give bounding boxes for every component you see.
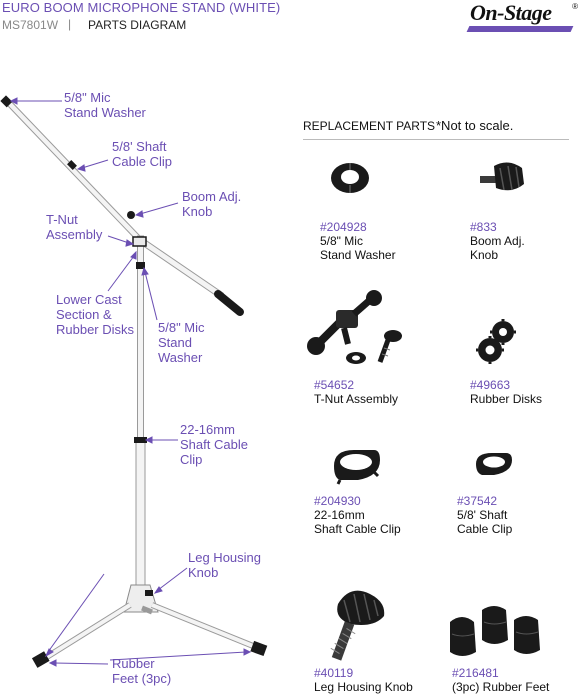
part-216481: #216481 (3pc) Rubber Feet [452, 666, 549, 694]
part-number: #216481 [452, 666, 499, 680]
callout-line: 22-16mm [180, 422, 235, 437]
part-833: #833 Boom Adj. Knob [470, 220, 525, 262]
callout-cable-clip-22: 22-16mm Shaft Cable Clip [180, 422, 248, 467]
callout-line: T-Nut [46, 212, 78, 227]
page-subtitle: PARTS DIAGRAM [88, 18, 187, 32]
part-name: Cable Clip [457, 522, 513, 536]
tnut-icon [307, 290, 402, 364]
callout-line: Washer [158, 350, 203, 365]
callout-lower-cast: Lower Cast Section & Rubber Disks [56, 292, 134, 337]
callout-line: Section & [56, 307, 112, 322]
part-name: (3pc) Rubber Feet [452, 680, 550, 694]
callout-shaft-clip: 5/8' Shaft Cable Clip [112, 139, 172, 169]
callout-line: Feet (3pc) [112, 671, 172, 686]
logo-text: On-Stage [470, 0, 552, 25]
callout-line: Stand [158, 335, 192, 350]
stand-illustration [0, 95, 268, 668]
leg-knob-icon [330, 590, 385, 661]
callout-rubber-feet: Rubber Feet (3pc) [112, 656, 171, 686]
part-name: Stand Washer [320, 248, 396, 262]
washer-icon [331, 163, 369, 193]
part-37542: #37542 5/8' Shaft Cable Clip [457, 494, 512, 536]
replacement-parts-heading: REPLACEMENT PARTS [303, 119, 436, 133]
page-title: EURO BOOM MICROPHONE STAND (WHITE) [2, 0, 281, 15]
callout-line: Stand Washer [64, 105, 146, 120]
scale-note: *Not to scale. [436, 118, 514, 133]
part-54652: #54652 T-Nut Assembly [314, 378, 398, 406]
callout-line: Leg Housing [188, 550, 261, 565]
callout-line: Shaft Cable [180, 437, 248, 452]
callout-boom-knob: Boom Adj. Knob [182, 189, 241, 219]
part-name: 5/8" Mic [320, 234, 363, 248]
part-40119: #40119 Leg Housing Knob [314, 666, 413, 694]
callout-line: Rubber Disks [56, 322, 135, 337]
part-name: Knob [470, 248, 499, 262]
small-clip-icon [476, 453, 512, 475]
logo-underline-bar [466, 26, 574, 32]
part-name: Boom Adj. [470, 234, 525, 248]
part-number: #54652 [314, 378, 355, 392]
callout-line: Assembly [46, 227, 103, 242]
callout-line: 5/8' Shaft [112, 139, 167, 154]
part-name: Rubber Disks [470, 392, 543, 406]
knob-icon [480, 162, 524, 191]
rubber-disk-icon [476, 319, 516, 364]
part-number: #204930 [314, 494, 361, 508]
cable-clip-icon [334, 450, 380, 485]
part-number: #204928 [320, 220, 367, 234]
callout-line: Knob [188, 565, 219, 580]
part-name: T-Nut Assembly [314, 392, 399, 406]
callout-line: 5/8" Mic [64, 90, 111, 105]
model-number: MS7801W [2, 18, 59, 32]
callout-line: Rubber [112, 656, 155, 671]
stand-shape-icon [0, 95, 268, 668]
part-name: 5/8' Shaft [457, 508, 508, 522]
part-number: #833 [470, 220, 497, 234]
rubber-feet-icon [450, 606, 540, 656]
part-49663: #49663 Rubber Disks [470, 378, 542, 406]
part-204930: #204930 22-16mm Shaft Cable Clip [314, 494, 401, 536]
callout-line: Cable Clip [112, 154, 172, 169]
part-number: #37542 [457, 494, 498, 508]
part-name: Shaft Cable Clip [314, 522, 401, 536]
divider [303, 139, 569, 140]
header-separator: | [68, 17, 72, 31]
part-number: #40119 [314, 666, 354, 680]
brand-logo: On-Stage ® [466, 0, 578, 36]
callout-line: Lower Cast [56, 292, 122, 307]
callout-leg-knob: Leg Housing Knob [188, 550, 261, 580]
callout-line: 5/8" Mic [158, 320, 205, 335]
callout-washer-mid: 5/8" Mic Stand Washer [158, 320, 205, 365]
callout-washer-top: 5/8" Mic Stand Washer [64, 90, 146, 120]
part-204928: #204928 5/8" Mic Stand Washer [320, 220, 396, 262]
callout-line: Clip [180, 452, 203, 467]
part-name: Leg Housing Knob [314, 680, 413, 694]
callout-tnut: T-Nut Assembly [46, 212, 102, 242]
part-number: #49663 [470, 378, 511, 392]
part-name: 22-16mm [314, 508, 365, 522]
logo-registered-mark: ® [572, 2, 578, 11]
callout-line: Knob [182, 204, 213, 219]
callout-line: Boom Adj. [182, 189, 242, 204]
